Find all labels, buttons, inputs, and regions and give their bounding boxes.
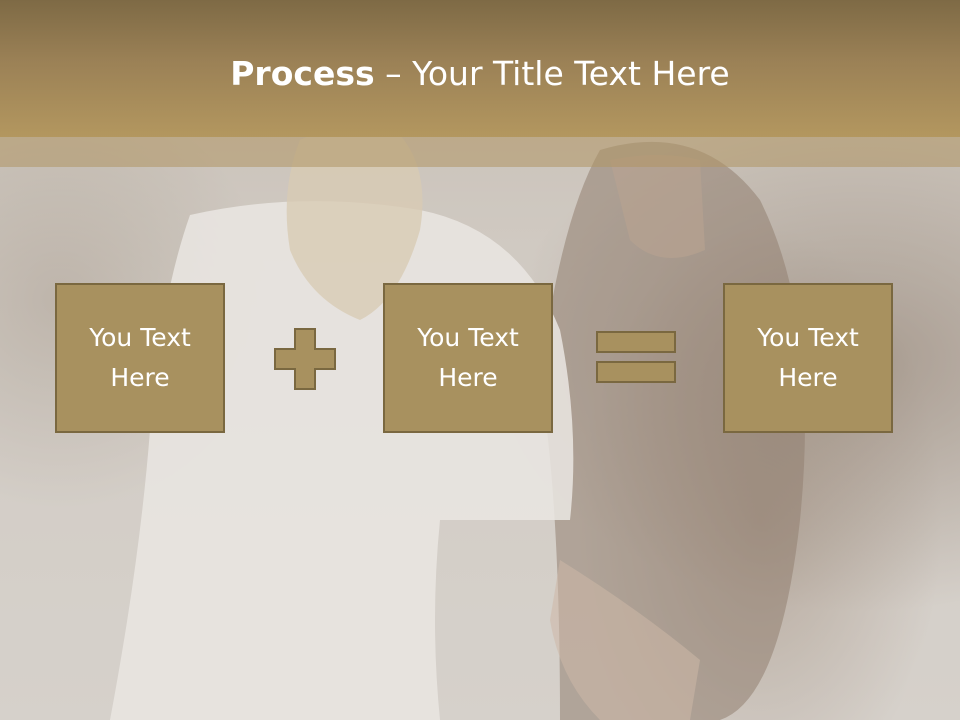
process-box-2-text: You Text Here [417,323,519,392]
title-bar [0,0,960,137]
equals-icon [596,331,676,383]
process-box-1[interactable]: You Text Here [55,283,225,433]
slide-title: Process – Your Title Text Here [0,52,960,96]
process-box-1-text: You Text Here [89,323,191,392]
process-box-2[interactable]: You Text Here [383,283,553,433]
process-box-3-text: You Text Here [757,323,859,392]
slide-title-rest: – Your Title Text Here [374,54,730,93]
plus-icon [274,328,336,390]
process-box-3[interactable]: You Text Here [723,283,893,433]
title-bar-shadow-band [0,137,960,167]
slide-title-bold: Process [230,54,375,93]
